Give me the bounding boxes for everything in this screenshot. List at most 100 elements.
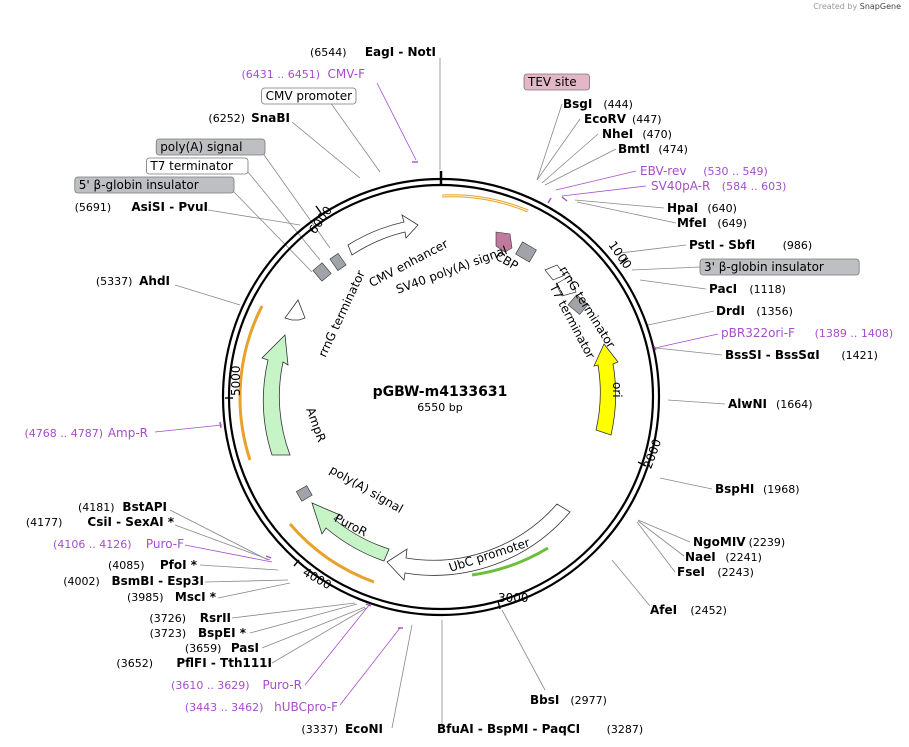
right-label-2-pos: (447) bbox=[632, 113, 662, 126]
right-label-15-name: AlwNI bbox=[728, 397, 767, 411]
right-label-5-pos: (530 .. 549) bbox=[703, 165, 768, 178]
plasmid-length: 6550 bp bbox=[417, 401, 462, 414]
plasmid-name: pGBW-m4133631 bbox=[373, 384, 508, 400]
left-label-5-box bbox=[145, 157, 249, 175]
left-label-10-pos: (4181) bbox=[78, 501, 115, 514]
left-site-labels: EagI - NotI (6544) CMV-F (6431 .. 6451) CMV … bbox=[24, 45, 436, 736]
right-label-4-name: BmtI bbox=[618, 142, 650, 156]
orf-arc-glow bbox=[441, 195, 529, 212]
tick-2000: 2000 bbox=[641, 437, 665, 470]
left-label-22-pos: (3337) bbox=[301, 723, 338, 736]
right-label-8-pos: (649) bbox=[717, 217, 747, 230]
left-label-19-pos: (3652) bbox=[116, 657, 153, 670]
right-label-13-pos: (1389 .. 1408) bbox=[815, 327, 894, 340]
label-polya: poly(A) signal bbox=[327, 463, 405, 516]
label-ampr: AmpR bbox=[303, 406, 328, 444]
t7-block bbox=[567, 294, 589, 315]
left-label-18-pos: (3659) bbox=[185, 642, 222, 655]
right-label-0-box bbox=[523, 73, 590, 91]
right-label-4-pos: (474) bbox=[658, 143, 688, 156]
left-label-6-box bbox=[74, 176, 235, 194]
left-label-13-pos: (4085) bbox=[108, 559, 145, 572]
right-label-17-name: NgoMIV bbox=[693, 535, 746, 549]
cbp-block bbox=[495, 231, 513, 253]
left-label-16-name: RsrII bbox=[200, 611, 231, 625]
left-label-6: 5' β-globin insulator bbox=[79, 178, 199, 192]
leader-lines bbox=[154, 58, 726, 729]
left-label-15-name: MscI * bbox=[175, 590, 217, 604]
tick-5000: 5000 bbox=[229, 365, 243, 396]
left-label-2: CMV promoter bbox=[266, 89, 353, 103]
right-label-15-pos: (1664) bbox=[776, 398, 813, 411]
right-label-3-pos: (470) bbox=[642, 128, 672, 141]
left-label-7-pos: (5691) bbox=[75, 201, 112, 214]
right-label-7-pos: (640) bbox=[707, 202, 737, 215]
right-label-18-name: NaeI bbox=[685, 550, 716, 564]
left-label-3-name: SnaBI bbox=[251, 111, 290, 125]
right-label-19-name: FseI bbox=[677, 565, 705, 579]
insulator-block bbox=[312, 262, 332, 282]
right-label-14-name: BssSI - BssSαI bbox=[725, 348, 820, 362]
left-label-11-name: CsiI - SexAI * bbox=[87, 515, 174, 529]
left-label-8-name: AhdI bbox=[139, 274, 170, 288]
right-label-6-pos: (584 .. 603) bbox=[722, 180, 787, 193]
right-label-6-name: SV40pA-R bbox=[651, 179, 710, 193]
left-label-0-name: EagI - NotI bbox=[365, 45, 436, 59]
rrng-right-arrow bbox=[544, 264, 566, 281]
right-label-10: 3' β-globin insulator bbox=[704, 260, 824, 274]
left-label-14-pos: (4002) bbox=[63, 575, 100, 588]
tick-3000: 3000 bbox=[498, 591, 529, 605]
left-label-1-pos: (6431 .. 6451) bbox=[241, 68, 320, 81]
label-rrng-left: rrnG terminator bbox=[315, 268, 367, 359]
feature-arrows bbox=[261, 214, 619, 581]
left-label-8-pos: (5337) bbox=[96, 275, 133, 288]
left-label-4-box bbox=[155, 138, 266, 156]
right-label-8-name: MfeI bbox=[677, 216, 707, 230]
ampr-arrow bbox=[261, 334, 291, 456]
right-label-22-name: BfuAI - BspMI - PaqCI bbox=[437, 722, 580, 736]
primer-ticks bbox=[219, 161, 657, 629]
right-label-9-name: PstI - SbfI bbox=[689, 238, 755, 252]
left-label-0-pos: (6544) bbox=[310, 46, 347, 59]
right-label-13-name: pBR322ori-F bbox=[721, 326, 795, 340]
left-label-12-pos: (4106 .. 4126) bbox=[53, 538, 132, 551]
right-label-3-name: NheI bbox=[602, 127, 633, 141]
left-label-2-box bbox=[261, 87, 357, 105]
left-label-3-pos: (6252) bbox=[208, 112, 245, 125]
right-label-1-name: BsgI bbox=[563, 97, 592, 111]
t7-arrow bbox=[555, 275, 577, 297]
puror-arrow bbox=[311, 502, 390, 562]
left-label-11-pos: (4177) bbox=[26, 516, 63, 529]
left-label-9-name: Amp-R bbox=[108, 426, 148, 440]
ubc-promoter-arrow bbox=[386, 503, 571, 581]
right-label-0: TEV site bbox=[527, 75, 577, 89]
left-label-5: T7 terminator bbox=[149, 159, 233, 173]
right-label-22-pos: (3287) bbox=[607, 723, 644, 736]
left-label-9-pos: (4768 .. 4787) bbox=[24, 427, 103, 440]
left-label-20-pos: (3610 .. 3629) bbox=[171, 679, 250, 692]
left-label-21-pos: (3443 .. 3462) bbox=[185, 701, 264, 714]
right-label-10-box bbox=[699, 258, 860, 276]
right-label-21-name: BbsI bbox=[530, 693, 559, 707]
right-label-7-name: HpaI bbox=[667, 201, 698, 215]
right-label-11-name: PacI bbox=[709, 282, 737, 296]
tev-block bbox=[515, 241, 537, 263]
label-sv40-polya: SV40 poly(A) signal bbox=[394, 243, 509, 296]
right-label-11-pos: (1118) bbox=[749, 283, 786, 296]
right-label-9-pos: (986) bbox=[783, 239, 813, 252]
rrng-left-arrow bbox=[284, 299, 306, 321]
ori-arrow bbox=[593, 343, 619, 436]
left-label-10-name: BstAPI bbox=[122, 500, 167, 514]
left-label-14-name: BsmBI - Esp3I bbox=[112, 574, 204, 588]
left-label-7-name: AsiSI - PvuI bbox=[131, 200, 208, 214]
left-label-17-name: BspEI * bbox=[198, 626, 247, 640]
right-label-12-pos: (1356) bbox=[756, 305, 793, 318]
left-label-20-name: Puro-R bbox=[262, 678, 302, 692]
left-label-1-name: CMV-F bbox=[328, 67, 366, 81]
right-label-2-name: EcoRV bbox=[584, 112, 627, 126]
left-label-22-name: EcoNI bbox=[345, 722, 383, 736]
left-label-13-name: PfoI * bbox=[160, 558, 198, 572]
right-label-5-name: EBV-rev bbox=[640, 164, 686, 178]
left-label-15-pos: (3985) bbox=[127, 591, 164, 604]
